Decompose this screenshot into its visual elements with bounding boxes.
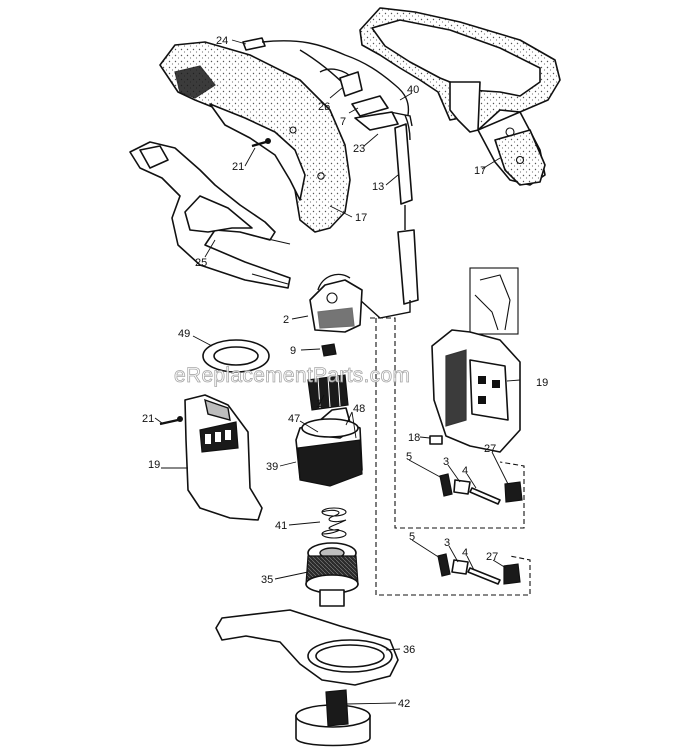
label-21-upper: 21 [232, 161, 244, 173]
label-25: 25 [195, 257, 207, 269]
screw-21-lower [159, 416, 183, 426]
label-27-upper: 27 [484, 443, 496, 455]
label-39: 39 [266, 461, 278, 473]
label-4-lower: 4 [462, 547, 468, 559]
label-41: 41 [275, 520, 287, 532]
label-4-upper: 4 [462, 465, 468, 477]
handle-extension-25 [129, 141, 291, 289]
handle-left-half [159, 41, 351, 233]
spring-41 [321, 507, 347, 539]
inset-housing-19 [431, 267, 521, 453]
label-47: 47 [288, 413, 300, 425]
label-13: 13 [372, 181, 384, 193]
label-1: 1 [316, 398, 322, 410]
label-23: 23 [353, 143, 365, 155]
label-17-right: 17 [474, 165, 486, 177]
label-24: 24 [216, 35, 228, 47]
part-18 [429, 435, 443, 445]
motor-cover-19-left [184, 394, 263, 521]
brush-holder-2 [309, 273, 363, 333]
label-35: 35 [261, 574, 273, 586]
label-48: 48 [353, 403, 365, 415]
wiring-harness [242, 37, 419, 319]
label-5-upper: 5 [406, 451, 412, 463]
label-7: 7 [340, 116, 346, 128]
label-9: 9 [290, 345, 296, 357]
label-26: 26 [318, 101, 330, 113]
label-18: 18 [408, 432, 420, 444]
screw-21-upper [251, 138, 271, 148]
armature-1 [307, 374, 349, 411]
watermark-text: eReplacementParts.com [174, 364, 410, 387]
upper-housing-right [359, 7, 561, 186]
label-21-lower: 21 [142, 413, 154, 425]
cap-42 [295, 689, 371, 747]
dashed-callout-lines [370, 317, 531, 596]
label-36: 36 [403, 644, 415, 656]
label-2: 2 [283, 314, 289, 326]
part-number-labels: 24 40 26 7 23 21 13 17 17 25 2 49 9 19 1… [142, 35, 548, 710]
switch-parts-upper [439, 473, 523, 505]
label-27-lower: 27 [486, 551, 498, 563]
clip-9 [321, 343, 337, 357]
label-19-left: 19 [148, 459, 160, 471]
label-5-lower: 5 [409, 531, 415, 543]
switch-parts-lower [437, 553, 521, 585]
label-3-upper: 3 [443, 456, 449, 468]
label-3-lower: 3 [444, 537, 450, 549]
leader-lines [154, 39, 521, 705]
label-42: 42 [398, 698, 410, 710]
motor-39 [295, 407, 363, 487]
guard-36 [215, 609, 399, 686]
spool-35 [305, 542, 359, 607]
label-17-left: 17 [355, 212, 367, 224]
label-40: 40 [407, 84, 419, 96]
label-19-right: 19 [536, 377, 548, 389]
ring-seal-49 [202, 339, 270, 373]
label-49: 49 [178, 328, 190, 340]
